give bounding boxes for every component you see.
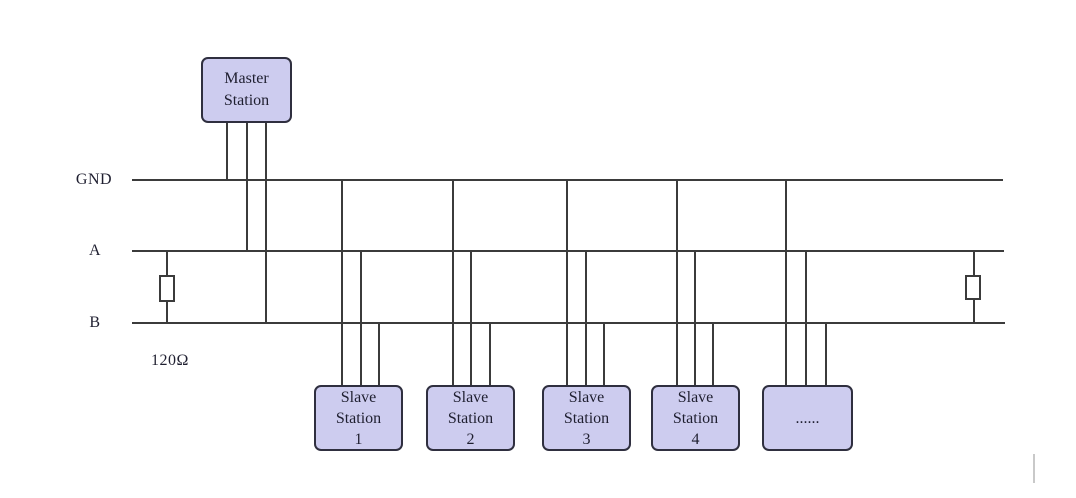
slave4-label-line3: 4 xyxy=(691,430,700,448)
slave3-label-line1: Slave xyxy=(568,388,605,406)
slave2-gnd-wire xyxy=(452,180,454,385)
master-station-label-line1: Master xyxy=(224,70,269,87)
more-slaves-b-wire xyxy=(825,323,827,385)
more-slaves-a-wire xyxy=(805,251,807,385)
a-bus-label: A xyxy=(88,242,102,259)
slave-station-1-box: Slave Station 1 xyxy=(314,385,403,451)
slave1-label-line3: 1 xyxy=(354,430,363,448)
slave4-gnd-wire xyxy=(676,180,678,385)
slave3-b-wire xyxy=(603,323,605,385)
slave3-a-wire xyxy=(585,251,587,385)
master-gnd-wire xyxy=(226,122,228,180)
slave1-label-line1: Slave xyxy=(340,388,377,406)
right-termination-resistor xyxy=(965,275,981,300)
master-station-label-line2: Station xyxy=(223,92,270,109)
slave-station-3-box: Slave Station 3 xyxy=(542,385,631,451)
b-bus-label: B xyxy=(89,314,101,331)
master-station-box: Master Station xyxy=(201,57,292,123)
left-termination-resistor xyxy=(159,275,175,302)
slave2-label-line1: Slave xyxy=(452,388,489,406)
master-b-wire xyxy=(265,122,267,323)
slave2-label-line3: 2 xyxy=(466,430,475,448)
slave2-label-line2: Station xyxy=(447,409,494,427)
slave2-a-wire xyxy=(470,251,472,385)
scrollbar-artifact-line xyxy=(1033,454,1035,483)
slave1-gnd-wire xyxy=(341,180,343,385)
slave4-label-line2: Station xyxy=(672,409,719,427)
slave1-label-line2: Station xyxy=(335,409,382,427)
more-slaves-ellipsis: ...... xyxy=(795,409,820,427)
termination-resistance-label: 120Ω xyxy=(151,352,189,369)
b-bus-line xyxy=(132,322,1005,324)
slave2-b-wire xyxy=(489,323,491,385)
slave3-gnd-wire xyxy=(566,180,568,385)
slave3-label-line2: Station xyxy=(563,409,610,427)
slave1-a-wire xyxy=(360,251,362,385)
slave1-b-wire xyxy=(378,323,380,385)
a-bus-line xyxy=(132,250,1004,252)
master-a-wire xyxy=(246,122,248,251)
slave3-label-line3: 3 xyxy=(582,430,591,448)
slave4-b-wire xyxy=(712,323,714,385)
slave-station-4-box: Slave Station 4 xyxy=(651,385,740,451)
slave4-label-line1: Slave xyxy=(677,388,714,406)
more-slaves-gnd-wire xyxy=(785,180,787,385)
slave-station-2-box: Slave Station 2 xyxy=(426,385,515,451)
gnd-bus-label: GND xyxy=(75,171,113,188)
slave4-a-wire xyxy=(694,251,696,385)
more-slaves-box: ...... xyxy=(762,385,853,451)
